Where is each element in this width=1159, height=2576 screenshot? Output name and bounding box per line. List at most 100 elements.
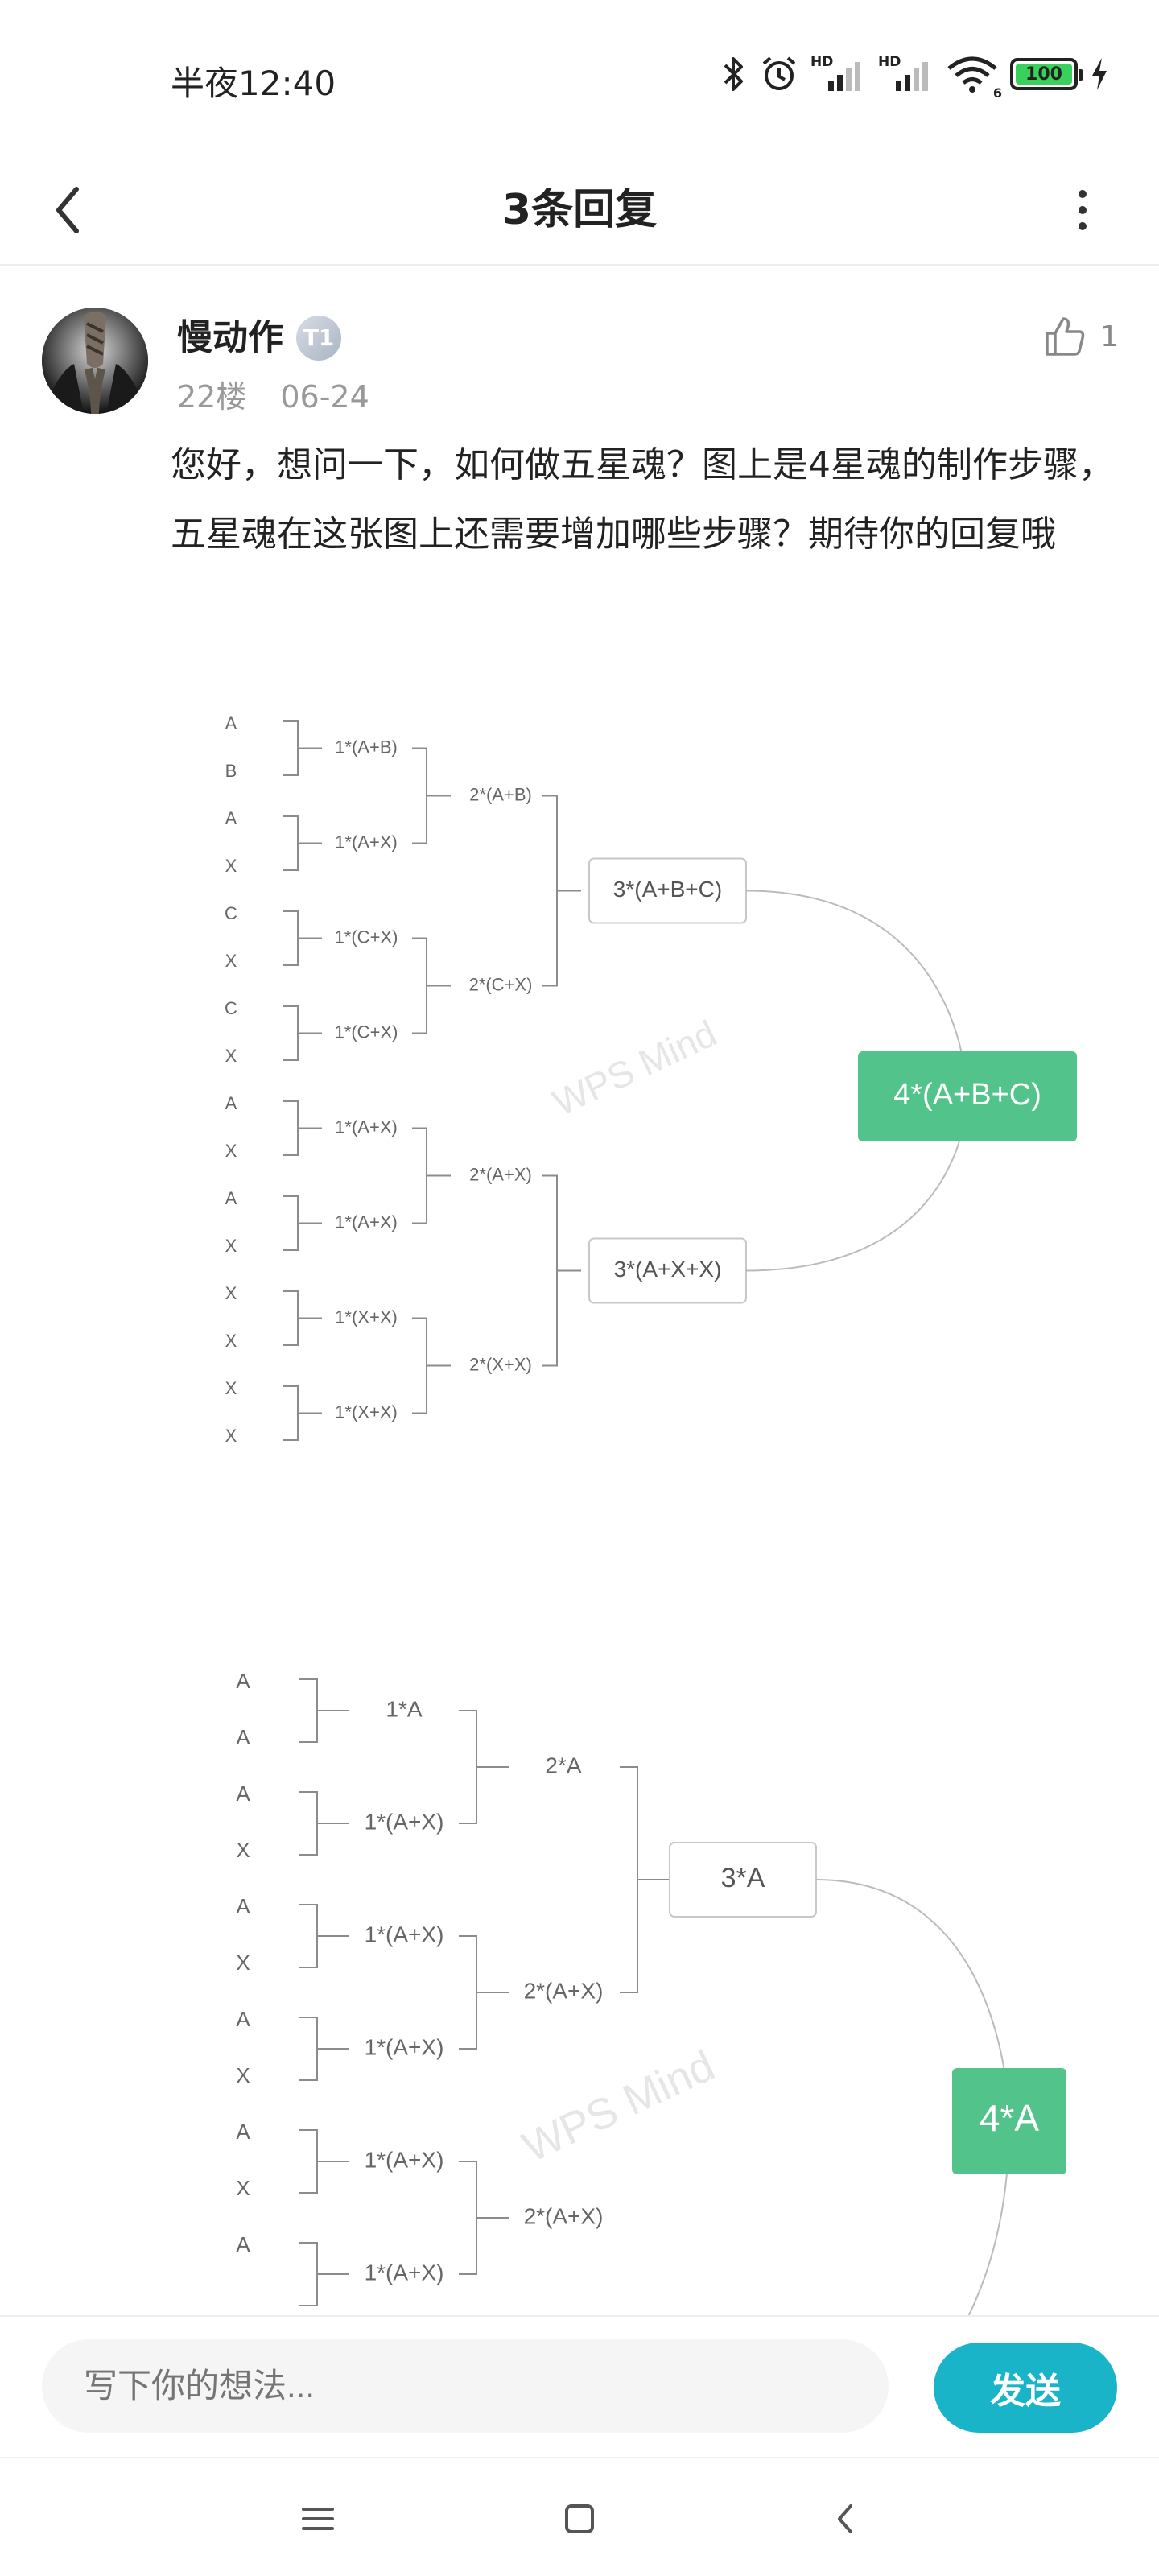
leaf-label: X bbox=[236, 1838, 250, 1862]
author-name-row: 慢动作 T1 bbox=[177, 314, 341, 362]
bracket-line bbox=[283, 1195, 299, 1251]
charging-icon bbox=[1092, 58, 1107, 90]
signal-hd-label: HD bbox=[878, 54, 901, 70]
leaf-label: X bbox=[225, 1331, 237, 1351]
more-options-button[interactable] bbox=[1054, 182, 1111, 238]
bracket-line bbox=[412, 1127, 427, 1224]
bracket-line bbox=[283, 1100, 299, 1156]
avatar[interactable] bbox=[42, 308, 148, 414]
page-title: 3条回复 bbox=[501, 186, 658, 234]
leaf-label: C bbox=[225, 998, 237, 1018]
leaf-label: X bbox=[236, 2063, 250, 2087]
bracket-line bbox=[620, 1766, 638, 1993]
reply-input[interactable] bbox=[42, 2339, 889, 2433]
leaf-label: A bbox=[236, 2120, 250, 2144]
leaf-label: X bbox=[225, 856, 237, 876]
bracket-line bbox=[459, 1710, 477, 1824]
signal-icon-1: HD bbox=[810, 54, 867, 94]
like-button[interactable]: 1 bbox=[1042, 314, 1119, 359]
leaf-label: A bbox=[225, 808, 237, 828]
watermark: WPS Mind bbox=[515, 2041, 722, 2172]
level2-label: 2*(A+B) bbox=[469, 784, 532, 804]
bracket-line bbox=[283, 1005, 299, 1061]
nav-back-button[interactable] bbox=[805, 2483, 885, 2555]
leaf-label: A bbox=[236, 2007, 250, 2031]
bracket-line bbox=[412, 1317, 427, 1414]
bracket-line bbox=[283, 1385, 299, 1441]
more-icon bbox=[1079, 190, 1087, 198]
bracket-line bbox=[283, 720, 299, 776]
attached-image[interactable]: A B A X C X C X A X A X X X X X 1*(A+B) 1*(A+X) 1*(C+X) 1*(… bbox=[0, 660, 1159, 2331]
reply-composer: 发送 bbox=[0, 2315, 1159, 2457]
wifi-icon: 6 bbox=[946, 54, 1002, 101]
signal-hd-label: HD bbox=[810, 54, 834, 70]
level1-label: 1*(C+X) bbox=[335, 927, 398, 947]
leaf-label: X bbox=[225, 1283, 237, 1303]
leaf-label: C bbox=[225, 903, 237, 923]
bracket-line bbox=[542, 1174, 558, 1367]
leaf-label: A bbox=[236, 1725, 250, 1749]
leaf-label: X bbox=[225, 1046, 237, 1066]
header: 3条回复 bbox=[0, 153, 1159, 266]
level1-label: 1*(A+X) bbox=[335, 1212, 398, 1232]
bluetooth-icon bbox=[724, 57, 743, 91]
mind-map-diagrams: A B A X C X C X A X A X X X X X 1*(A+B) 1*(A+X) 1*(C+X) 1*(… bbox=[225, 713, 1077, 2331]
leaf-label: X bbox=[225, 1236, 237, 1256]
leaf-label: A bbox=[225, 713, 237, 733]
watermark: WPS Mind bbox=[547, 1012, 723, 1124]
bracket-line bbox=[283, 815, 299, 871]
leaf-label: X bbox=[225, 1426, 237, 1446]
leaf-label: X bbox=[236, 1951, 250, 1975]
nav-home-button[interactable] bbox=[539, 2483, 620, 2555]
leaf-label: A bbox=[225, 1188, 237, 1208]
level1-label: 1*(A+X) bbox=[365, 2034, 444, 2059]
level3-label: 3*(A+B+C) bbox=[613, 877, 722, 902]
level3-label: 3*A bbox=[721, 1863, 765, 1893]
bracket-line bbox=[283, 910, 299, 966]
comment-date: 06-24 bbox=[280, 379, 369, 415]
bracket-line bbox=[299, 1791, 318, 1856]
menu-icon bbox=[302, 2508, 334, 2530]
author-name[interactable]: 慢动作 bbox=[177, 317, 283, 358]
like-count: 1 bbox=[1100, 320, 1119, 353]
comment-text: 您好，想问一下，如何做五星魂？图上是4星魂的制作步骤，五星魂在这张图上还需要增加… bbox=[171, 444, 1114, 555]
level1-label: 1*(A+X) bbox=[365, 2260, 444, 2285]
level1-label: 1*(A+X) bbox=[365, 2147, 444, 2172]
leaf-label: X bbox=[236, 2176, 250, 2200]
bracket-line bbox=[542, 795, 558, 987]
system-nav-bar bbox=[0, 2457, 1159, 2576]
level1-label: 1*A bbox=[386, 1696, 422, 1721]
bracket-line bbox=[299, 2242, 318, 2306]
level1-label: 1*(A+X) bbox=[335, 832, 398, 852]
leaf-label: X bbox=[225, 1141, 237, 1161]
leaf-label: A bbox=[236, 1894, 250, 1918]
bracket-line bbox=[459, 1935, 477, 2050]
battery-level: 100 bbox=[1016, 64, 1072, 85]
leaf-label: B bbox=[225, 761, 237, 781]
status-bar: 半夜12:40 HD HD 6 100 bbox=[0, 0, 1159, 153]
bracket-line bbox=[412, 937, 427, 1034]
level1-label: 1*(X+X) bbox=[335, 1307, 398, 1327]
bracket-line bbox=[412, 747, 427, 844]
floor-number: 22楼 bbox=[177, 379, 247, 415]
leaf-label: A bbox=[236, 2232, 250, 2256]
leaf-label: X bbox=[225, 1378, 237, 1398]
root-label: 4*A bbox=[980, 2097, 1039, 2139]
send-button[interactable]: 发送 bbox=[934, 2343, 1117, 2433]
alarm-icon bbox=[762, 56, 796, 90]
level1-label: 1*(A+B) bbox=[335, 737, 398, 757]
thumbs-up-icon bbox=[1046, 317, 1085, 356]
signal-icon-2: HD bbox=[878, 54, 934, 94]
leaf-label: X bbox=[225, 951, 237, 971]
battery-icon: 100 bbox=[1010, 58, 1083, 90]
bracket-line bbox=[283, 1290, 299, 1346]
leaf-label: A bbox=[225, 1093, 237, 1113]
back-button[interactable] bbox=[40, 182, 97, 238]
level2-label: 2*(A+X) bbox=[469, 1164, 532, 1184]
level2-label: 2*(X+X) bbox=[469, 1354, 532, 1374]
root-box bbox=[858, 1051, 1077, 1141]
back-icon bbox=[838, 2504, 852, 2533]
bracket-line bbox=[299, 1678, 318, 1743]
root-label: 4*(A+B+C) bbox=[893, 1078, 1041, 1112]
nav-menu-button[interactable] bbox=[278, 2483, 358, 2555]
